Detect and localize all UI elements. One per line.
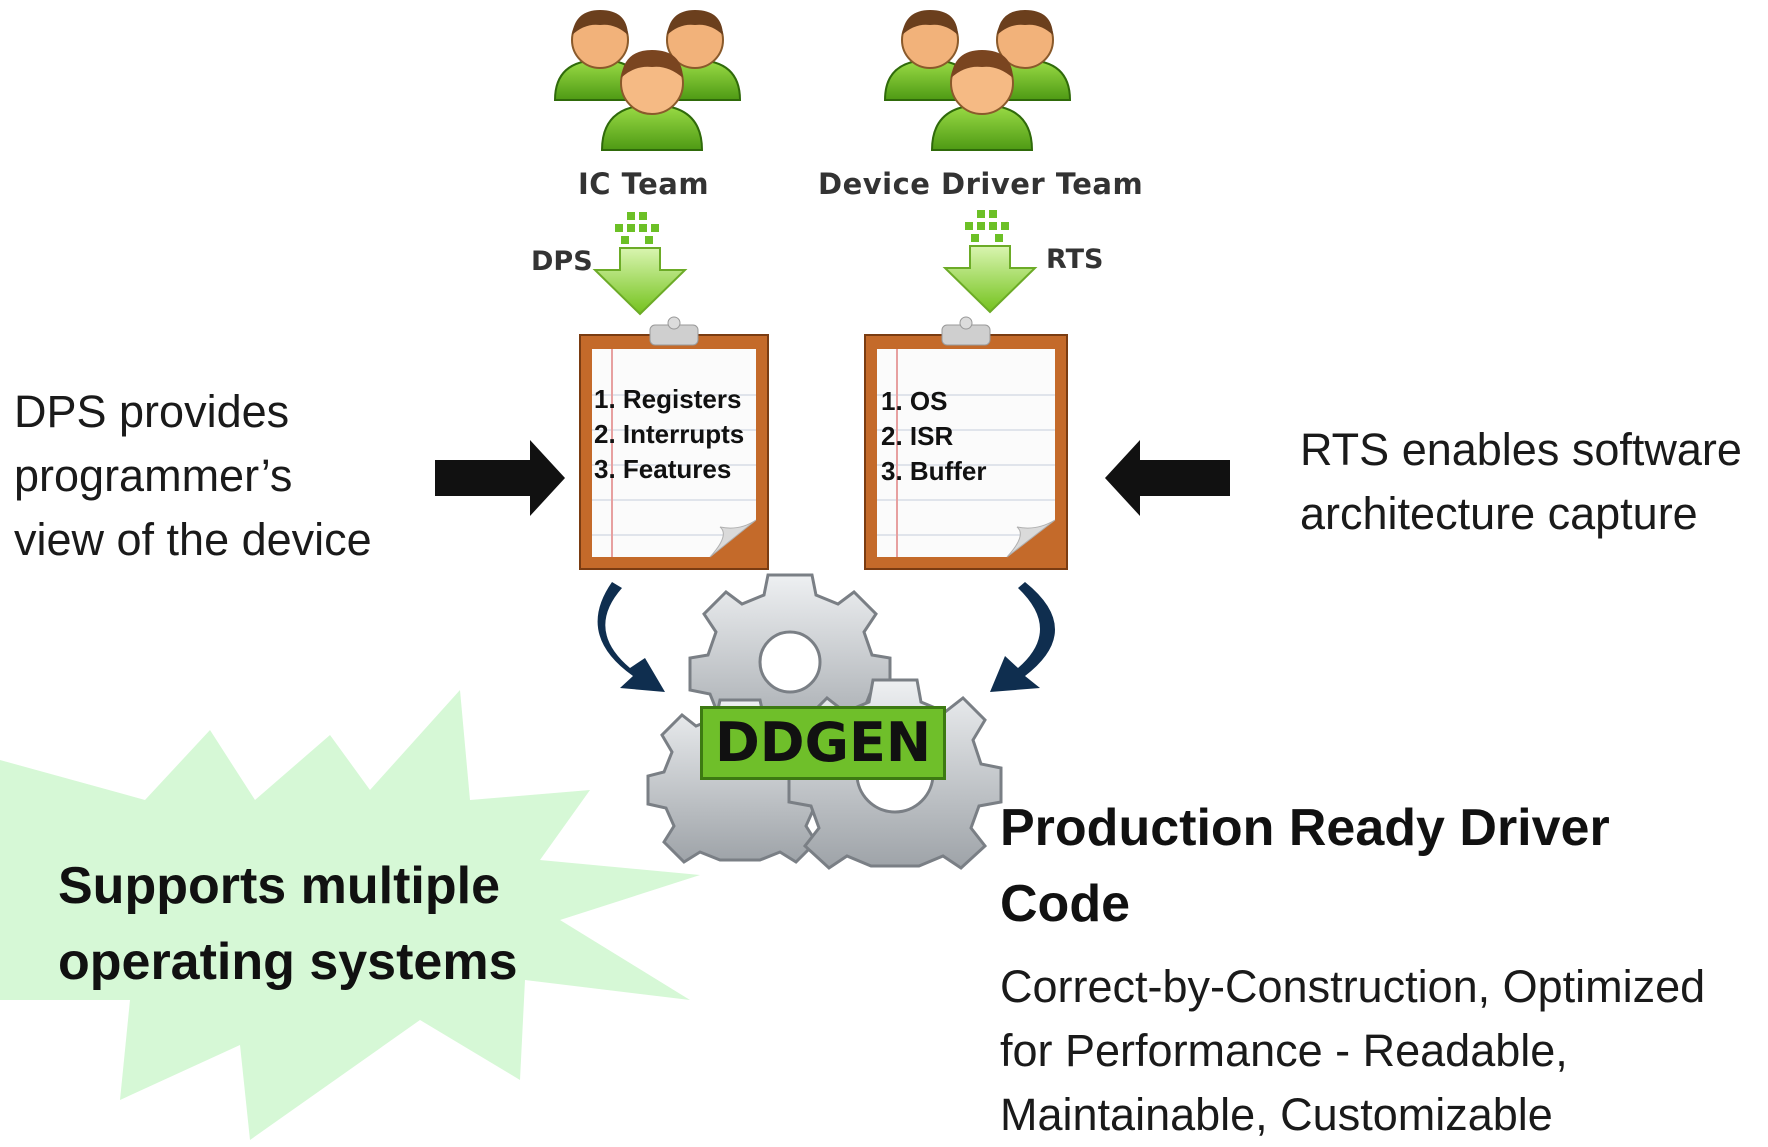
text-line: Maintainable, Customizable	[1000, 1089, 1553, 1140]
text-line: Code	[1000, 875, 1130, 933]
list-item: 3. Buffer	[881, 456, 987, 486]
list-item: 1. OS	[881, 386, 948, 416]
team-people-icon	[883, 10, 1072, 151]
dps-description: DPS provides programmer’s view of the de…	[14, 380, 372, 572]
text-line: Supports multiple	[58, 857, 500, 915]
text-line: programmer’s	[14, 450, 293, 501]
rts-clipboard-icon	[864, 316, 1068, 570]
rts-description: RTS enables software architecture captur…	[1300, 418, 1742, 546]
output-title: Production Ready Driver Code	[1000, 790, 1610, 942]
text-line: RTS enables software	[1300, 424, 1742, 475]
dps-clipboard-list: 1. Registers 2. Interrupts 3. Features	[594, 382, 744, 487]
output-subtitle: Correct-by-Construction, Optimized for P…	[1000, 955, 1705, 1147]
list-item: 3. Features	[594, 454, 732, 484]
ic-team-label: IC Team	[578, 167, 710, 201]
left-pointing-arrow-icon	[1105, 440, 1230, 516]
rts-flow-label: RTS	[1046, 244, 1104, 275]
text-line: for Performance - Readable,	[1000, 1025, 1568, 1076]
list-item: 2. Interrupts	[594, 419, 745, 449]
starburst-shape	[0, 690, 700, 1140]
rts-down-arrow-icon	[942, 210, 1038, 314]
text-line: operating systems	[58, 933, 518, 991]
device-driver-team-label: Device Driver Team	[818, 167, 1144, 201]
team-people-icon	[553, 10, 742, 151]
right-pointing-arrow-icon	[435, 440, 565, 516]
text-line: Correct-by-Construction, Optimized	[1000, 961, 1706, 1012]
curved-arrow-right-icon	[990, 582, 1055, 692]
text-line: Production Ready Driver	[1000, 799, 1610, 857]
starburst-text: Supports multiple operating systems	[58, 848, 518, 1000]
text-line: architecture capture	[1300, 488, 1698, 539]
dps-clipboard-icon	[579, 316, 769, 570]
list-item: 2. ISR	[881, 421, 954, 451]
list-item: 1. Registers	[594, 384, 742, 414]
dps-down-arrow-icon	[592, 212, 688, 316]
rts-clipboard-list: 1. OS 2. ISR 3. Buffer	[881, 384, 986, 489]
text-line: view of the device	[14, 514, 372, 565]
text-line: DPS provides	[14, 386, 290, 437]
dps-flow-label: DPS	[531, 246, 593, 277]
curved-arrow-left-icon	[597, 582, 665, 692]
ddgen-label: DDGEN	[700, 706, 946, 780]
